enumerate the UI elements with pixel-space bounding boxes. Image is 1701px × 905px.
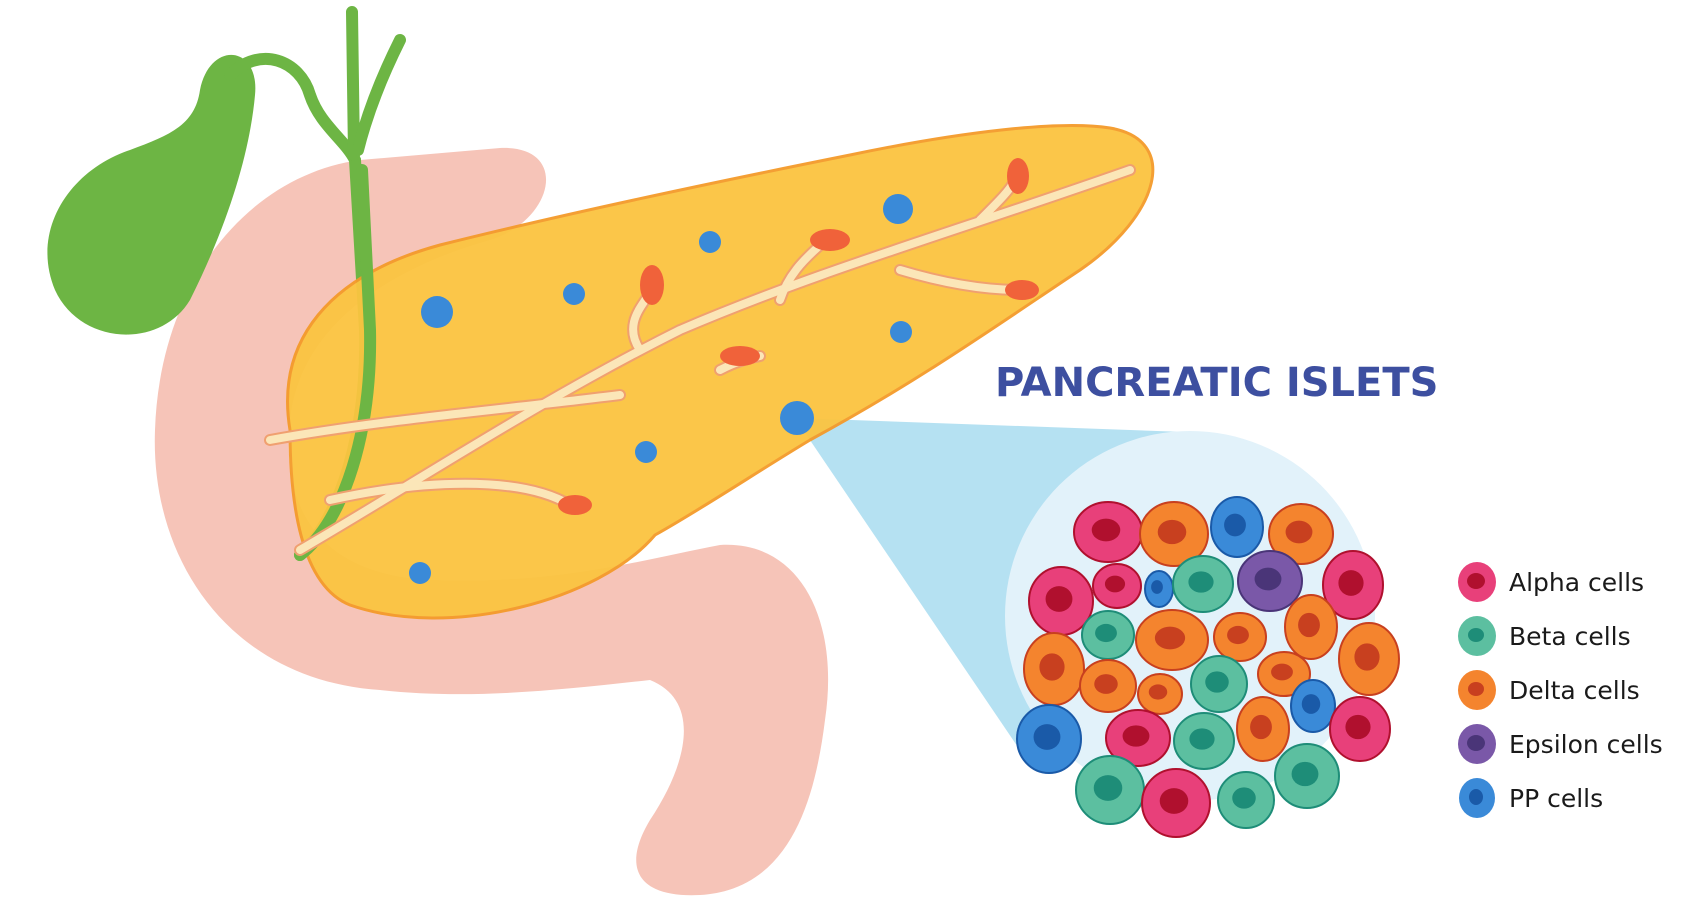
beta-cell bbox=[1172, 555, 1234, 613]
alpha-cell bbox=[1028, 566, 1094, 636]
islet-cells bbox=[1016, 496, 1400, 838]
legend-item-beta: Beta cells bbox=[1455, 614, 1695, 660]
alpha-cell-icon bbox=[1458, 562, 1496, 602]
delta-cell bbox=[1213, 612, 1267, 662]
legend-label-beta: Beta cells bbox=[1509, 622, 1631, 651]
pp-cell bbox=[1016, 704, 1082, 774]
acinar-endings bbox=[558, 158, 1039, 515]
pp-cell-icon bbox=[1459, 778, 1495, 818]
delta-cell bbox=[1268, 503, 1334, 565]
beta-cell bbox=[1217, 771, 1275, 829]
gallbladder bbox=[47, 54, 256, 335]
legend-item-delta: Delta cells bbox=[1455, 668, 1695, 714]
legend-item-alpha: Alpha cells bbox=[1455, 560, 1695, 606]
pp-cell bbox=[1144, 570, 1174, 608]
beta-cell bbox=[1173, 712, 1235, 770]
beta-cell bbox=[1274, 743, 1340, 809]
legend-label-delta: Delta cells bbox=[1509, 676, 1640, 705]
alpha-cell bbox=[1105, 709, 1171, 767]
legend-item-epsilon: Epsilon cells bbox=[1455, 722, 1695, 768]
legend-label-alpha: Alpha cells bbox=[1509, 568, 1645, 597]
delta-cell bbox=[1137, 673, 1183, 715]
legend-label-pp: PP cells bbox=[1509, 784, 1604, 813]
delta-cell-icon bbox=[1458, 670, 1496, 710]
delta-cell bbox=[1257, 651, 1311, 697]
islet-spots bbox=[409, 194, 913, 584]
epsilon-cell bbox=[1237, 550, 1303, 612]
epsilon-cell-icon bbox=[1458, 724, 1496, 764]
beta-cell-icon bbox=[1458, 616, 1496, 656]
pp-cell bbox=[1210, 496, 1264, 558]
alpha-cell bbox=[1073, 501, 1143, 563]
legend-item-pp: PP cells bbox=[1455, 776, 1695, 822]
beta-cell bbox=[1081, 610, 1135, 660]
alpha-cell bbox=[1322, 550, 1384, 620]
delta-cell bbox=[1139, 501, 1209, 567]
delta-cell bbox=[1079, 659, 1137, 713]
legend-label-epsilon: Epsilon cells bbox=[1509, 730, 1663, 759]
diagram-title: PANCREATIC ISLETS bbox=[995, 360, 1439, 406]
beta-cell bbox=[1190, 655, 1248, 713]
pp-cell bbox=[1290, 679, 1336, 733]
alpha-cell bbox=[1092, 563, 1142, 609]
delta-cell bbox=[1284, 594, 1338, 660]
alpha-cell bbox=[1329, 696, 1391, 762]
beta-cell bbox=[1075, 755, 1145, 825]
delta-cell bbox=[1023, 632, 1085, 706]
delta-cell bbox=[1135, 609, 1209, 671]
delta-cell bbox=[1338, 622, 1400, 696]
delta-cell bbox=[1236, 696, 1290, 762]
alpha-cell bbox=[1141, 768, 1211, 838]
